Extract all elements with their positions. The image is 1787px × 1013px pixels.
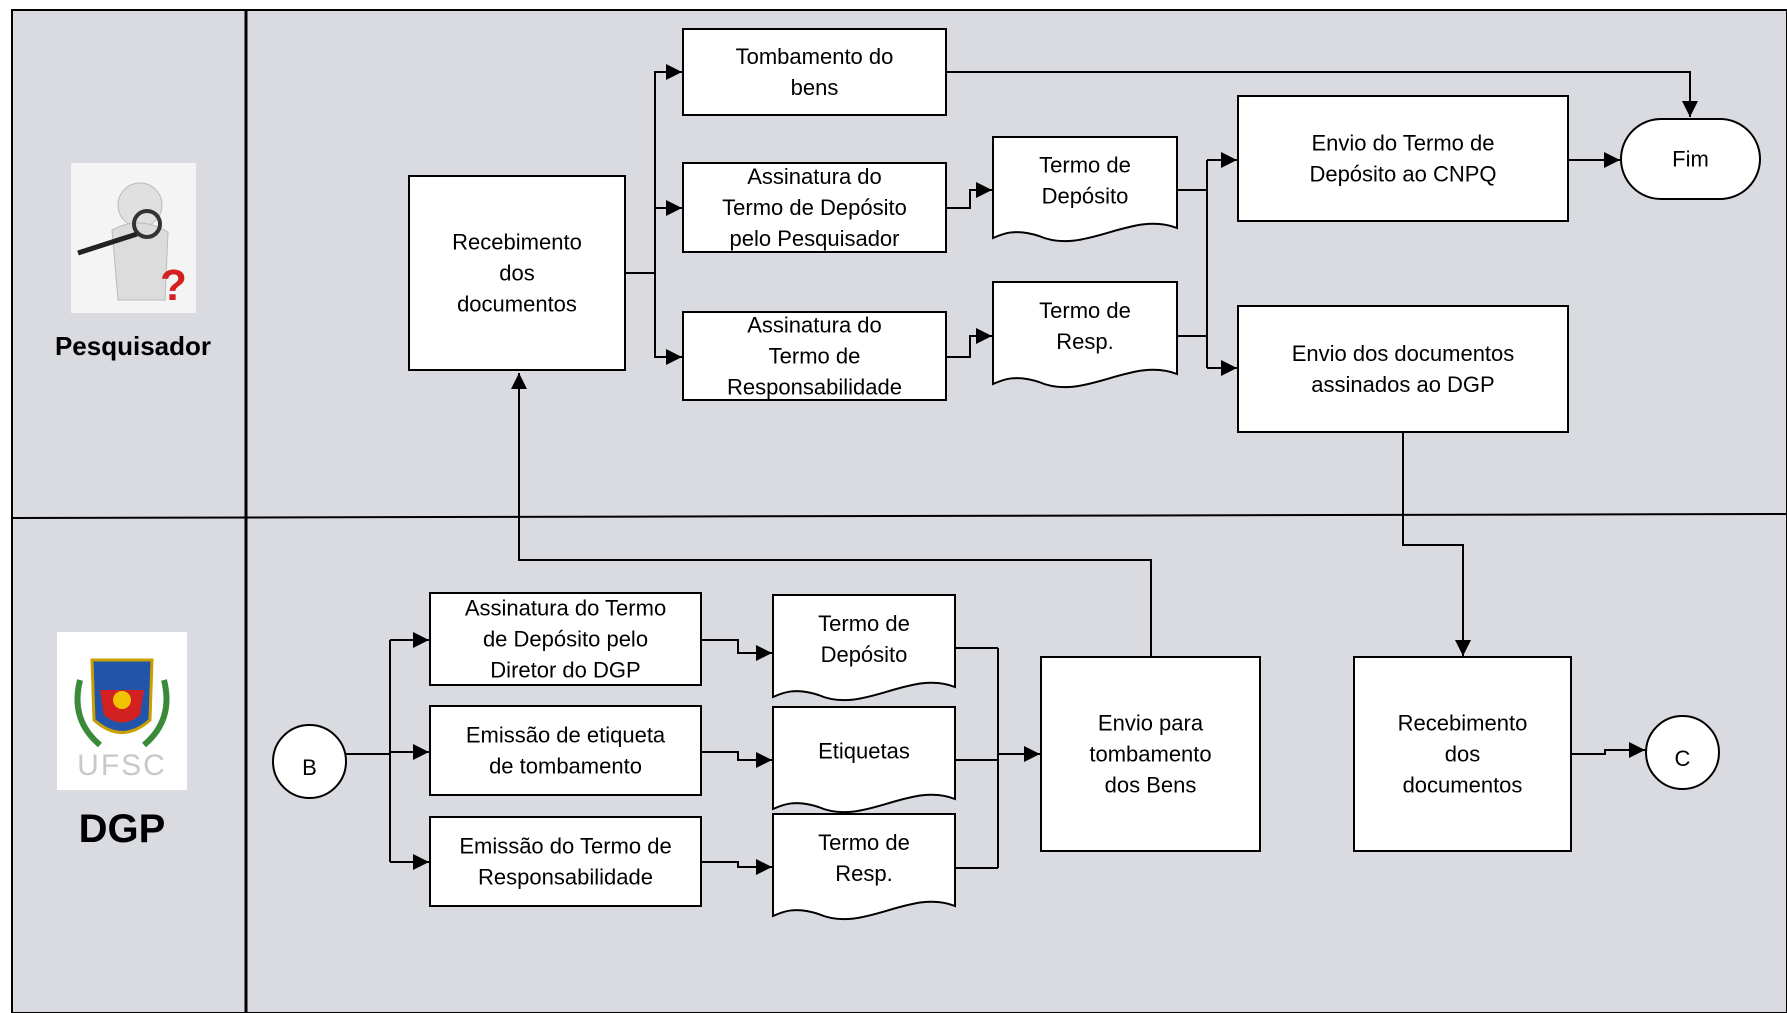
- node-termo-deposito-top: Termo de Depósito: [992, 136, 1178, 243]
- node-shape: [772, 594, 956, 702]
- node-label-line: Envio para: [1098, 711, 1204, 736]
- node-shape: [429, 705, 702, 796]
- node-tombamento: Tombamento do bens: [682, 28, 947, 116]
- node-label-line: Termo de: [818, 830, 910, 855]
- node-fim: Fim: [1620, 118, 1761, 200]
- node-label-line: documentos: [457, 292, 577, 317]
- node-shape: [1353, 656, 1572, 852]
- lane-pesquisador: ? Pesquisador: [55, 163, 211, 361]
- lane-divider-horizontal: [11, 513, 1787, 519]
- node-label-line: Responsabilidade: [727, 375, 902, 400]
- node-shape: [772, 706, 956, 814]
- svg-text:?: ?: [160, 261, 187, 310]
- node-shape: [1237, 95, 1569, 222]
- node-termo-deposito-bot: Termo de Depósito: [772, 594, 956, 702]
- node-termo-resp-top: Termo de Resp.: [992, 281, 1178, 389]
- node-label-line: B: [302, 755, 317, 780]
- node-recebimento-bot: Recebimento dos documentos: [1353, 656, 1572, 852]
- edge-assinatura-resp-termo: [946, 328, 992, 358]
- node-recebimento-top: Recebimento dos documentos: [408, 175, 626, 371]
- node-termo-resp-bot: Termo de Resp.: [772, 813, 956, 921]
- node-label-line: Recebimento: [1398, 711, 1528, 736]
- node-label-line: pelo Pesquisador: [729, 226, 899, 251]
- node-label-line: Termo de: [818, 611, 910, 636]
- edge-etiqueta-etiquetas: [701, 751, 772, 768]
- node-label-line: Assinatura do: [747, 313, 882, 338]
- node-shape: [272, 724, 347, 799]
- node-shape: [682, 28, 947, 116]
- node-label-line: Assinatura do: [747, 164, 882, 189]
- node-label-line: Envio do Termo de: [1311, 131, 1494, 156]
- node-label-line: Termo de: [1039, 153, 1131, 178]
- node-label-line: Termo de Depósito: [722, 195, 907, 220]
- edge-tombamento-fim: [946, 71, 1698, 117]
- node-emissao-termo: Emissão do Termo de Responsabilidade: [429, 816, 702, 907]
- lane-dgp: UFSC DGP: [57, 632, 187, 851]
- node-label-line: Tombamento do: [736, 44, 894, 69]
- node-label-line: documentos: [1403, 773, 1523, 798]
- node-label-line: Envio dos documentos: [1292, 341, 1515, 366]
- node-label-line: Termo de: [769, 344, 861, 369]
- node-shape: [772, 813, 956, 921]
- node-label-line: Assinatura do Termo: [465, 596, 666, 621]
- node-shape: [1645, 715, 1720, 790]
- node-label-line: Fim: [1672, 147, 1709, 172]
- node-label-line: dos: [499, 261, 534, 286]
- edge-diretor-termo-dep: [701, 639, 772, 661]
- lane-label-dgp: DGP: [79, 807, 166, 851]
- node-label-line: Resp.: [1056, 329, 1113, 354]
- node-shape: [682, 162, 947, 253]
- node-label-line: Emissão do Termo de: [459, 834, 671, 859]
- node-label-line: Recebimento: [452, 230, 582, 255]
- ufsc-logo-text: UFSC: [77, 749, 167, 782]
- node-label-line: de tombamento: [489, 754, 642, 779]
- node-envio-dgp: Envio dos documentos assinados ao DGP: [1237, 305, 1569, 433]
- edge-envio-tombamento-recebimento: [511, 373, 1152, 656]
- node-label-line: Etiquetas: [818, 739, 910, 764]
- node-envio-tombamento: Envio para tombamento dos Bens: [1040, 656, 1261, 852]
- connectors: [346, 64, 1698, 875]
- edge-termo-resp-doc: [701, 859, 772, 875]
- node-shape: [1040, 656, 1261, 852]
- node-envio-cnpq: Envio do Termo de Depósito ao CNPQ: [1237, 95, 1569, 222]
- node-shape: [1237, 305, 1569, 433]
- node-shape: [682, 311, 947, 401]
- node-connector-c: C: [1645, 715, 1720, 790]
- node-label-line: Resp.: [835, 861, 892, 886]
- lane-label-pesquisador: Pesquisador: [55, 331, 211, 361]
- node-label-line: Emissão de etiqueta: [466, 723, 666, 748]
- node-assinatura-pesq: Assinatura do Termo de Depósito pelo Pesqu…: [682, 162, 947, 253]
- node-shape: [429, 592, 702, 686]
- edge-recebimento-tombamento: [625, 64, 682, 274]
- node-label-line: Depósito ao CNPQ: [1309, 162, 1496, 187]
- node-shape: [992, 281, 1178, 389]
- node-label-line: Depósito: [1042, 184, 1129, 209]
- node-shape: [1620, 118, 1761, 200]
- edge-envio-dgp-recebimento: [1402, 433, 1471, 656]
- node-label-line: bens: [791, 75, 839, 100]
- node-label-line: tombamento: [1089, 742, 1211, 767]
- node-label-line: dos: [1445, 742, 1480, 767]
- edge-recebimento-assinatura-resp: [654, 273, 682, 365]
- node-label-line: C: [1675, 746, 1691, 771]
- node-shape: [429, 816, 702, 907]
- node-label-line: dos Bens: [1105, 773, 1197, 798]
- node-label-line: Diretor do DGP: [490, 658, 640, 683]
- node-assinatura-diretor: Assinatura do Termo de Depósito peloDiret…: [429, 592, 702, 686]
- node-etiquetas: Etiquetas: [772, 706, 956, 814]
- node-connector-b: B: [272, 724, 347, 799]
- node-assinatura-resp: Assinatura do Termo de Responsabilidade: [682, 311, 947, 401]
- node-shape: [992, 136, 1178, 243]
- edge-recebimento-c: [1571, 742, 1645, 758]
- node-emissao-etiqueta: Emissão de etiqueta de tombamento: [429, 705, 702, 796]
- node-label-line: de Depósito pelo: [483, 627, 648, 652]
- node-label-line: Termo de: [1039, 298, 1131, 323]
- node-shape: [408, 175, 626, 371]
- node-label-line: Depósito: [821, 642, 908, 667]
- edge-assinatura-pesq-termo: [946, 182, 992, 209]
- node-label-line: assinados ao DGP: [1311, 372, 1494, 397]
- node-label-line: Responsabilidade: [478, 865, 653, 890]
